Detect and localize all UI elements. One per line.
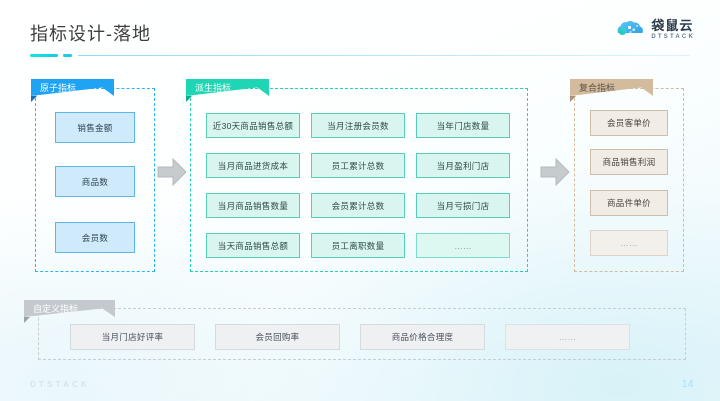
dtstack-kangaroo-cloud-logo-icon [617,20,644,35]
title-underline [30,54,690,57]
arrow-atomic-to-derived [157,158,187,186]
custom-item-0[interactable]: 当月门店好评率 [70,324,195,350]
derived-item-11[interactable]: …… [416,233,510,258]
atomic-item-2[interactable]: 会员数 [55,222,135,253]
composite-item-2[interactable]: 商品件单价 [590,190,668,216]
arrow-derived-to-composite [540,158,570,186]
section-label-custom-text: 自定义指标 [33,304,79,314]
derived-item-8[interactable]: 当月亏损门店 [416,193,510,218]
section-label-composite-fold [570,96,576,102]
derived-item-9[interactable]: 当天商品销售总额 [206,233,300,258]
derived-item-4[interactable]: 员工累计总数 [311,153,405,178]
composite-item-3[interactable]: …… [590,230,668,256]
section-label-derived-fold [186,96,192,102]
page-number: 14 [681,379,694,390]
group-atomic [35,88,155,272]
derived-item-0[interactable]: 近30天商品销售总额 [206,113,300,138]
brand-text: 袋鼠云 DTSTACK [651,19,695,40]
section-label-custom-fold [24,317,30,323]
composite-item-0[interactable]: 会员客单价 [590,110,668,136]
derived-item-2[interactable]: 当年门店数量 [416,113,510,138]
brand-name-cn: 袋鼠云 [651,17,694,33]
derived-item-1[interactable]: 当月注册会员数 [311,113,405,138]
section-label-atomic-fold [31,96,37,102]
title-underline-accent [30,54,58,57]
section-label-atomic-text: 原子指标 [40,83,77,93]
group-custom [38,308,686,360]
composite-item-1[interactable]: 商品销售利润 [590,149,668,175]
section-label-composite-text: 复合指标 [579,83,616,93]
group-derived [190,88,528,272]
derived-item-6[interactable]: 当月商品销售数量 [206,193,300,218]
derived-item-7[interactable]: 会员累计总数 [311,193,405,218]
custom-item-1[interactable]: 会员回购率 [215,324,340,350]
derived-item-3[interactable]: 当月商品进货成本 [206,153,300,178]
section-label-derived-text: 派生指标 [195,83,232,93]
atomic-item-1[interactable]: 商品数 [55,166,135,197]
brand-name-en: DTSTACK [651,33,695,40]
custom-item-3[interactable]: …… [505,324,630,350]
brand-logo: 袋鼠云 DTSTACK [615,18,695,40]
derived-item-10[interactable]: 员工离职数量 [311,233,405,258]
title-underline-dash [63,54,72,57]
footer-brand: DTSTACK [30,380,91,389]
atomic-item-0[interactable]: 销售金额 [55,112,135,143]
page-title: 指标设计-落地 [30,24,151,44]
derived-item-5[interactable]: 当月盈利门店 [416,153,510,178]
custom-item-2[interactable]: 商品价格合理度 [360,324,485,350]
title-underline-line [78,55,690,56]
